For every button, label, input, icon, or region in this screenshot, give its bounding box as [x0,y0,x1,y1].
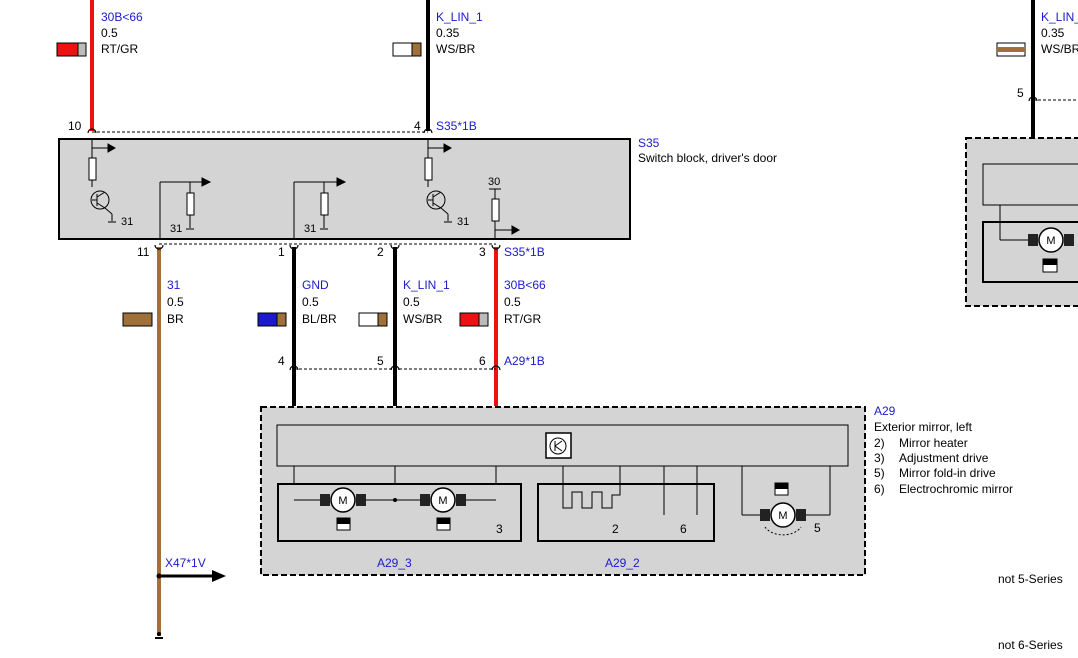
pin-3: 3 [479,245,486,259]
motor-icon: M [420,487,466,531]
s35-id: S35 [638,136,660,150]
legend-num-2: 3) [874,451,885,465]
wire-31-size: 0.5 [167,295,184,309]
ic-chip-icon [545,432,572,459]
legend-text-3: Mirror fold-in drive [899,466,996,480]
potentiometer-icon [293,177,347,239]
wire-gnd-size: 0.5 [302,295,319,309]
arrow-right-icon [212,570,226,582]
pin-4-bottom: 4 [278,354,285,368]
pin-1: 1 [278,245,285,259]
color-swatch-bl-br [257,312,287,327]
wire-gnd-color: BL/BR [302,312,337,326]
wire-30b66-name: 30B<66 [504,278,546,292]
wire-top-left-color: RT/GR [101,42,138,56]
legend-text-1: Mirror heater [899,436,968,450]
gnd-label-1: 31 [121,216,133,228]
a29-5-number: 5 [814,521,821,535]
wire-klin-size: 0.5 [403,295,420,309]
wire-31-color: BR [167,312,184,326]
wire-top-right-size: 0.35 [1041,26,1065,40]
color-swatch-rt-gr-top [56,42,87,57]
resistor-icon [489,188,521,239]
wire-top-left-name: 30B<66 [101,10,143,24]
note-not-5-series: not 5-Series [998,572,1063,586]
s35-desc: Switch block, driver's door [638,151,777,165]
color-swatch-ws-br [358,312,388,327]
gnd-label-2: 31 [170,223,182,235]
a29-desc: Exterior mirror, left [874,420,973,434]
color-swatch-ws-br-top [392,42,422,57]
a29-3-adjustment-drive[interactable] [277,483,522,542]
pin-4-top: 4 [414,119,421,133]
wire-31-name: 31 [167,278,181,292]
wire-30b66-size: 0.5 [504,295,521,309]
motor-icon: M [320,487,366,531]
supply-30-label: 30 [488,176,500,188]
transistor-icon [88,139,117,223]
wire-top-mid-size: 0.35 [436,26,460,40]
wire-top-mid-color: WS/BR [436,42,476,56]
a29-2-heater-box[interactable] [537,483,715,542]
potentiometer-icon [159,177,212,239]
motor-label: M [778,510,787,522]
legend-num-3: 5) [874,466,885,480]
a29-id: A29 [874,404,896,418]
legend-num-4: 6) [874,482,885,496]
motor-icon: M [760,482,806,536]
pin-2: 2 [377,245,384,259]
wire-gnd-name: GND [302,278,329,292]
wire-top-right-color: WS/BR [1041,42,1078,56]
wire-30b66-color: RT/GR [504,312,541,326]
wire-top-left-size: 0.5 [101,26,118,40]
gnd-label-3: 31 [304,223,316,235]
color-swatch-br [122,312,153,327]
motor-label: M [1046,235,1055,247]
motor-label: M [338,495,347,507]
a29-2-number: 2 [612,522,619,536]
pin-6-bottom: 6 [479,354,486,368]
pin-5-right: 5 [1017,86,1024,100]
pin-5-bottom: 5 [377,354,384,368]
color-swatch-ws-br-top-right [996,42,1026,57]
a29-2-label: A29_2 [605,556,640,570]
a29-3-label: A29_3 [377,556,412,570]
transistor-icon [424,139,453,223]
motor-icon: M [1028,227,1074,273]
a29-3-number: 3 [496,522,503,536]
legend-text-2: Adjustment drive [899,451,989,465]
gnd-label-4: 31 [457,216,469,228]
motor-label: M [438,495,447,507]
s35-switch-block[interactable] [58,138,631,240]
pin-11: 11 [137,245,150,259]
wire-klin-name: K_LIN_1 [403,278,450,292]
color-swatch-rt-gr [459,312,489,327]
note-not-6-series: not 6-Series [998,638,1063,652]
wire-klin-color: WS/BR [403,312,443,326]
legend-num-1: 2) [874,436,885,450]
connector-a29: A29*1B [504,354,545,368]
connector-s35-bottom: S35*1B [504,245,545,259]
wire-top-mid-name: K_LIN_1 [436,10,483,24]
heater-element-icon [562,484,621,509]
pin-10: 10 [68,119,82,133]
wire-top-right-name: K_LIN_1 [1041,10,1078,24]
connector-s35-top: S35*1B [436,119,477,133]
legend-text-4: Electrochromic mirror [899,482,1013,496]
connector-x47: X47*1V [165,556,206,570]
a29-6-number: 6 [680,522,687,536]
